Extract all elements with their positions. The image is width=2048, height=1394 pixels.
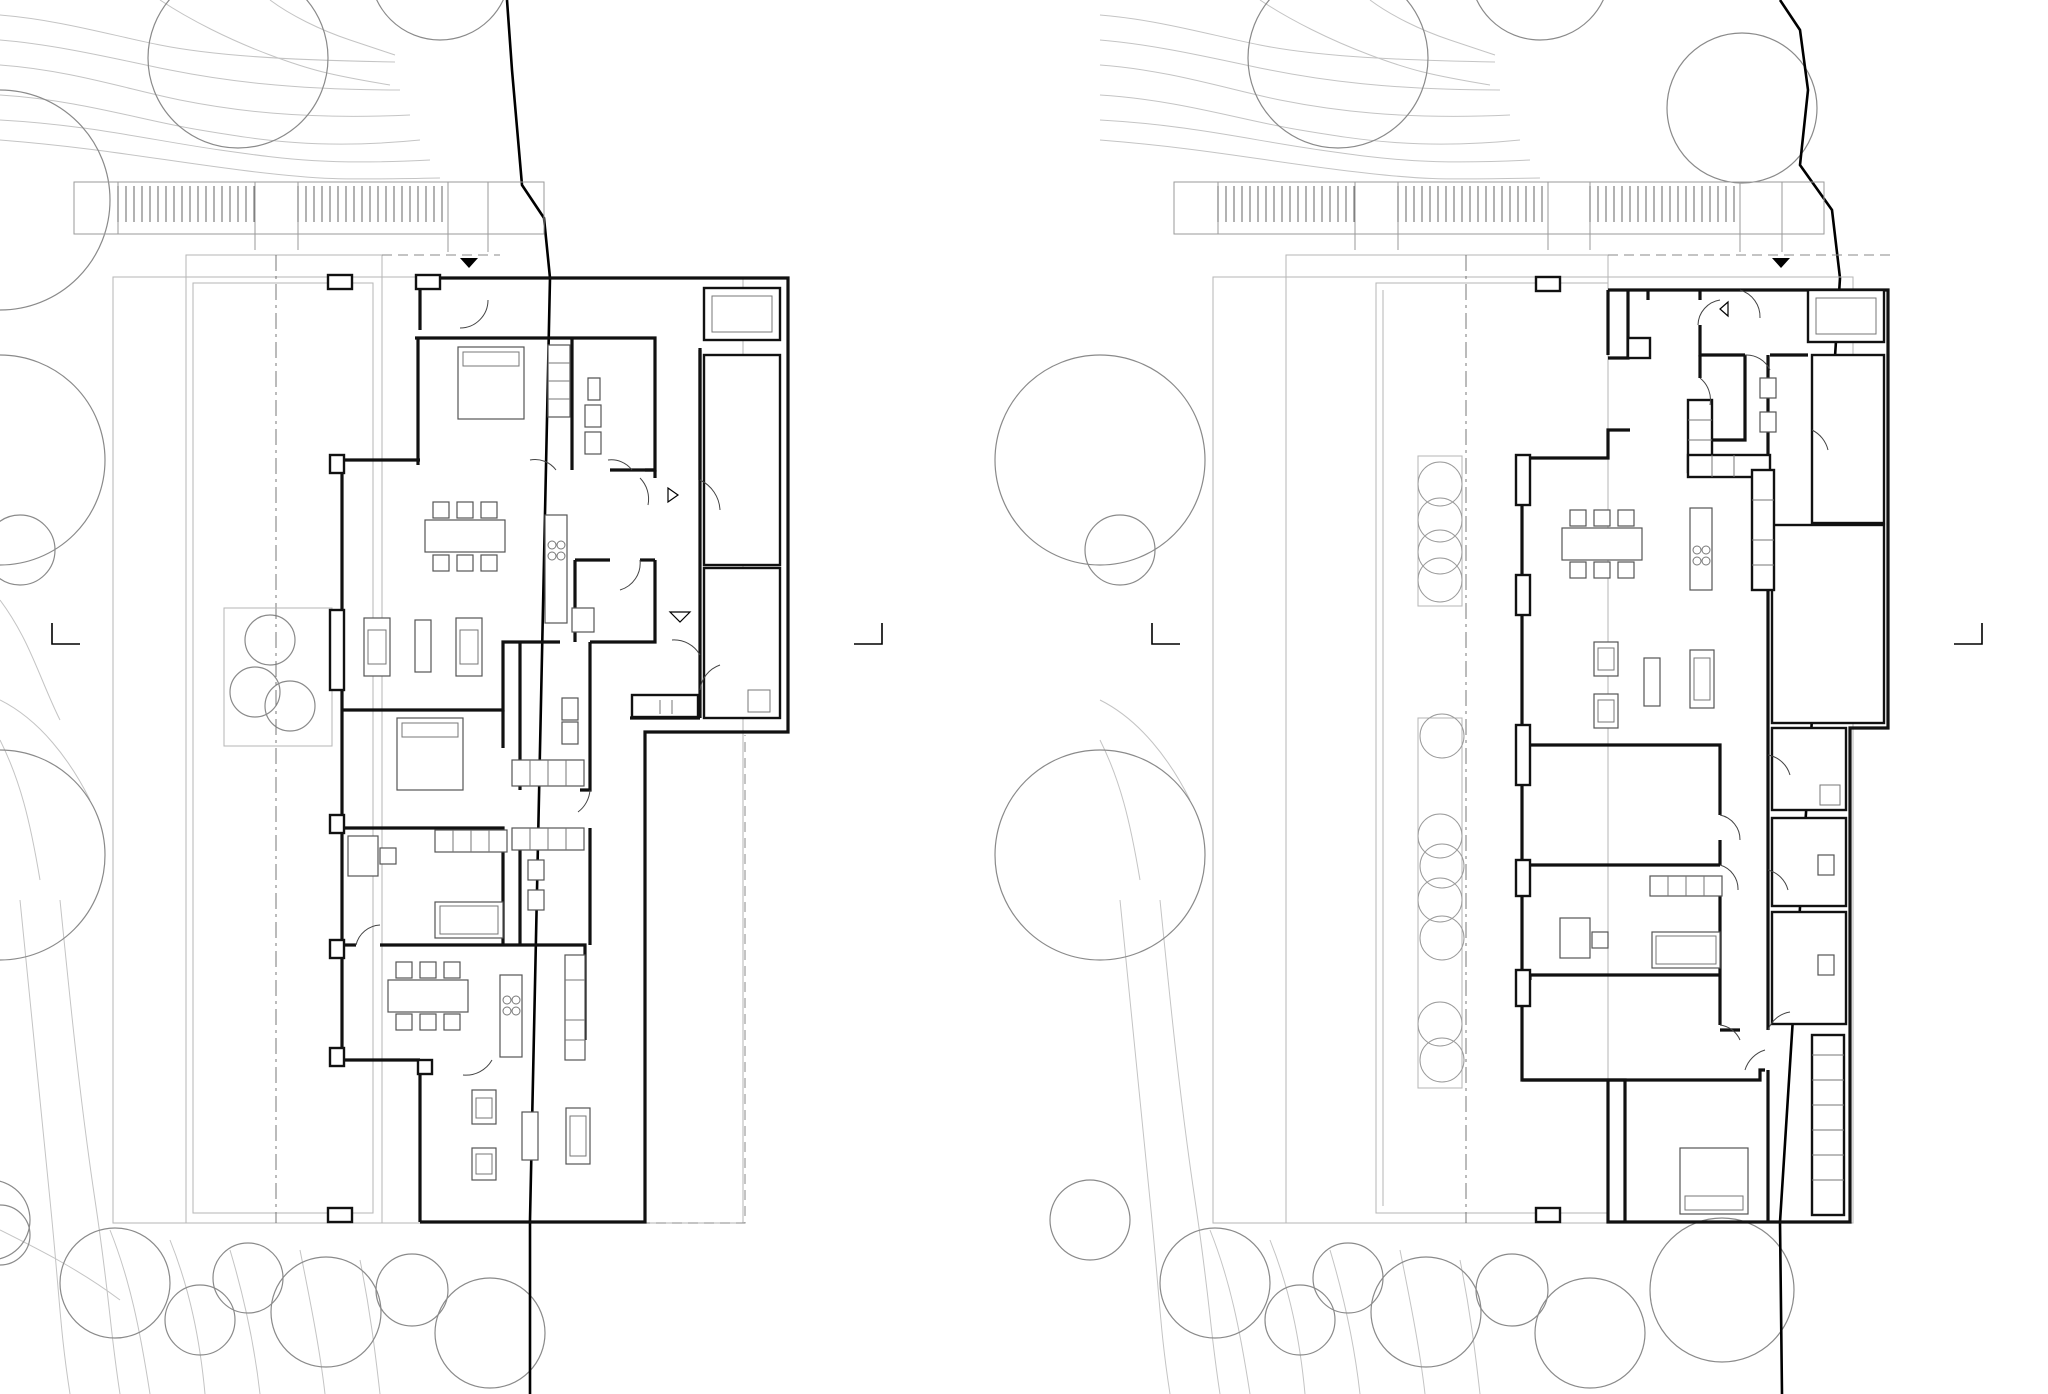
stair-treads — [117, 186, 1735, 222]
section-mark-left-b — [854, 623, 883, 645]
entry-arrow-right — [1772, 258, 1790, 268]
plan-variant-left — [0, 0, 883, 1394]
trees-left — [0, 0, 546, 1389]
bed-left-1 — [457, 346, 525, 420]
dining-table-left-1 — [424, 519, 506, 553]
storage-rooms-left — [630, 286, 782, 720]
bed-left-2 — [396, 717, 464, 791]
section-mark-right-a — [1151, 623, 1180, 645]
doors-left — [355, 299, 721, 1076]
entry-stairs-left — [73, 181, 545, 252]
bed-right — [1679, 1147, 1749, 1215]
section-mark-right-b — [1954, 623, 1983, 645]
trees-right — [994, 0, 1818, 1389]
trees-courtyard-right — [1417, 461, 1465, 1083]
service-rooms-right — [1770, 288, 1886, 1217]
plan-variant-right — [994, 0, 1983, 1394]
site-boundary-right — [1778, 0, 1842, 1394]
section-mark-left-a — [51, 623, 80, 645]
furniture-right — [1559, 377, 1777, 1215]
terrain-contours-bottom-left — [0, 599, 381, 1394]
terrain-contours-top-right — [1099, 0, 1541, 180]
dining-table-left-2 — [387, 979, 469, 1013]
terrain-contours-top-left — [0, 0, 441, 180]
dining-table-right — [1561, 527, 1643, 561]
doors-right — [1697, 289, 1829, 1071]
window-piers-left — [326, 273, 442, 1224]
terrain-contours-bottom-right — [1099, 699, 1481, 1394]
window-piers-right — [1514, 275, 1776, 1224]
furniture-left — [347, 344, 602, 1181]
entry-arrow-left — [460, 258, 478, 268]
